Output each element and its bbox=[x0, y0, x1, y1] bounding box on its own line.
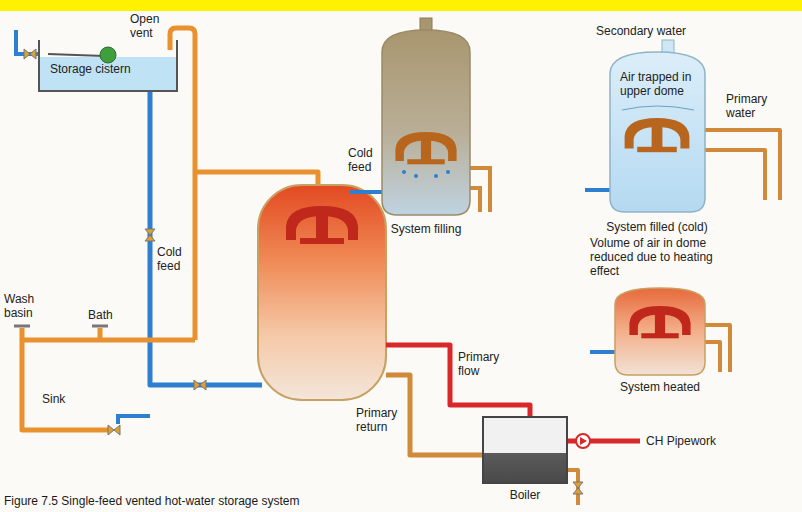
float-ball bbox=[100, 47, 116, 63]
water-droplet bbox=[402, 170, 406, 174]
cold-feed-pipe-small bbox=[585, 188, 610, 192]
water-droplet bbox=[414, 174, 418, 178]
pipe-label: Primary flow bbox=[458, 350, 510, 378]
water-droplet bbox=[446, 170, 450, 174]
primatic-unit bbox=[629, 306, 690, 338]
pump-arrow bbox=[580, 437, 587, 445]
figure-caption: Figure 7.5 Single-feed vented hot-water … bbox=[4, 494, 300, 508]
hot-draw-off-pipe bbox=[195, 172, 318, 184]
pipe-label: Sink bbox=[42, 392, 82, 406]
open-vent-pipe bbox=[170, 28, 195, 340]
pipe-label: Secondary water bbox=[596, 24, 706, 38]
boiler-unit: Boiler bbox=[482, 416, 568, 502]
cylinder-filled-cold bbox=[610, 52, 705, 212]
bath-branch bbox=[98, 328, 103, 340]
cold-sink-pipe bbox=[118, 416, 150, 424]
air-water-surface bbox=[622, 106, 694, 110]
cylinder-heated bbox=[615, 288, 705, 375]
primary-pipes-small bbox=[705, 325, 730, 372]
pipe-label: Air trapped in upper dome bbox=[620, 70, 698, 98]
storage-cistern: Storage cistern bbox=[38, 40, 178, 92]
float-arm bbox=[48, 54, 104, 56]
sink-valve bbox=[108, 425, 120, 435]
pipe-label: System heated bbox=[615, 380, 705, 394]
pipe-label: Primary return bbox=[356, 406, 406, 434]
boiler-body bbox=[482, 416, 568, 484]
cylinder-filling bbox=[382, 30, 470, 215]
pipe-label: CH Pipework bbox=[646, 434, 736, 448]
pipe-label: Cold feed bbox=[348, 146, 380, 174]
bath-tap bbox=[92, 325, 108, 328]
primary-return-pipe bbox=[386, 375, 482, 455]
primatic-unit bbox=[625, 118, 690, 152]
cold-feed-pipe-small bbox=[590, 350, 615, 354]
basin-branch bbox=[20, 328, 25, 340]
pipe-label: Wash basin bbox=[4, 292, 50, 320]
pipe-label: Cold feed bbox=[157, 245, 189, 273]
boiler-drain-valve bbox=[573, 482, 583, 494]
pipe-label: Volume of air in dome reduced due to hea… bbox=[590, 236, 714, 278]
pipe-label: Open vent bbox=[130, 12, 164, 40]
pipe-label: System filled (cold) bbox=[594, 220, 720, 234]
node-text: Storage cistern bbox=[40, 40, 131, 76]
pump bbox=[576, 434, 590, 448]
pipe-label: Bath bbox=[88, 308, 128, 322]
hot-distribution-pipe bbox=[22, 340, 195, 430]
stop-valve bbox=[24, 49, 36, 59]
pipe-label: System filling bbox=[381, 222, 471, 236]
node-text: Boiler bbox=[482, 488, 568, 502]
gate-valve bbox=[145, 229, 155, 241]
cold-feed-pipe-small bbox=[350, 190, 382, 194]
drain-valve bbox=[194, 380, 206, 390]
primatic-unit bbox=[286, 206, 358, 244]
primary-pipes-small bbox=[705, 130, 780, 200]
basin-tap bbox=[14, 325, 30, 328]
primary-pipes-small bbox=[470, 168, 490, 212]
water-droplet bbox=[434, 174, 438, 178]
header-band bbox=[0, 0, 802, 11]
hot-water-cylinder bbox=[258, 185, 386, 400]
primatic-unit bbox=[395, 132, 456, 164]
pipe-label: Primary water bbox=[726, 92, 782, 120]
